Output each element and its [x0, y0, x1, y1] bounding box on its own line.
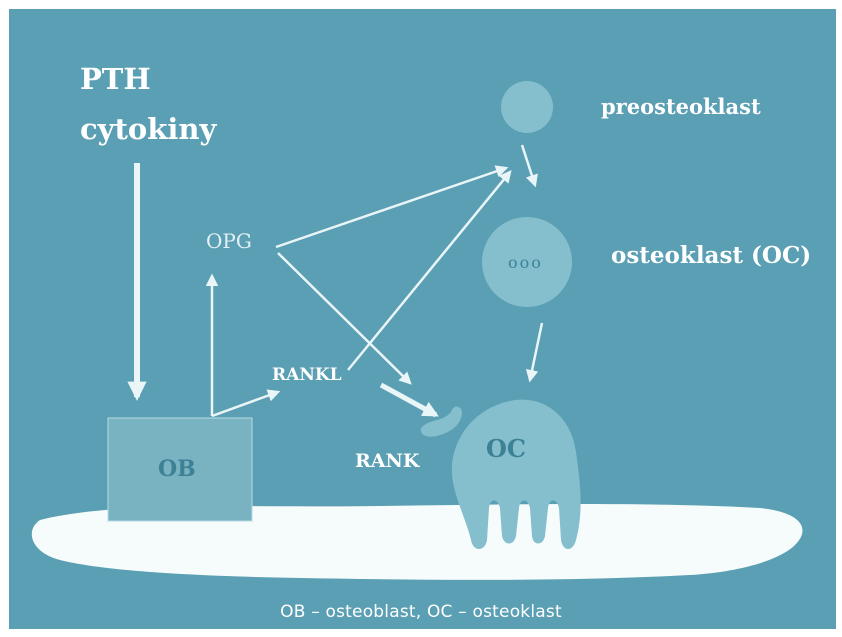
osteoclast-label: osteoklast (OC) — [611, 242, 811, 269]
ob-label: OB — [158, 456, 196, 482]
caption: OB – osteoblast, OC – osteoklast — [0, 602, 842, 622]
osteoclast-cell — [452, 400, 581, 549]
rank-label: RANK — [355, 450, 419, 472]
opg-label: OPG — [206, 229, 252, 253]
nuclei-label: ooo — [508, 253, 543, 272]
rankl-label: RANKL — [272, 365, 342, 385]
cytokiny-label: cytokiny — [80, 112, 216, 146]
preosteoclast-label: preosteoklast — [601, 94, 761, 119]
arrow-ob-to-rankl — [212, 392, 278, 416]
arrow-preosteoclast-to-osteoclast — [522, 145, 535, 185]
arrow-opg-to-preosteoclast — [276, 168, 506, 247]
oc-label: OC — [486, 434, 526, 463]
pth-label: PTH — [80, 62, 151, 96]
arrow-osteoclast-to-oc — [530, 323, 542, 380]
arrow-rankl-to-rank — [381, 385, 436, 415]
preosteoclast-cell — [501, 81, 553, 133]
